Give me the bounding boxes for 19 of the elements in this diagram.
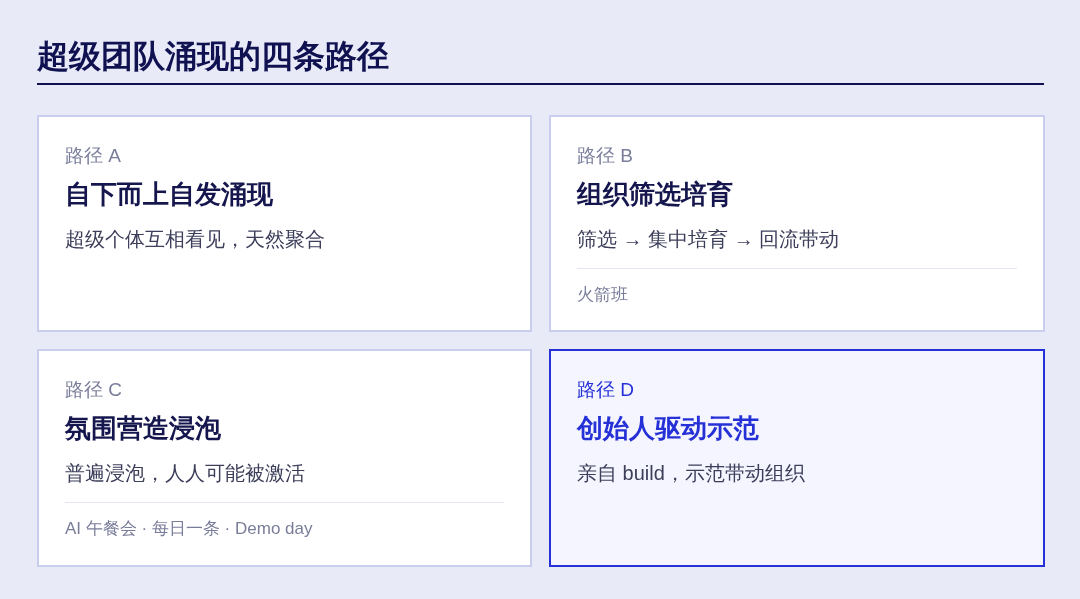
path-examples: AI 午餐会 · 每日一条 · Demo day: [65, 518, 313, 540]
path-summary: 超级个体互相看见，天然聚合: [65, 227, 325, 252]
path-summary: 普遍浸泡，人人可能被激活: [65, 461, 305, 486]
path-heading: 自下而上自发涌现: [65, 178, 273, 211]
path-label: 路径 D: [577, 378, 634, 402]
diagram-title: 超级团队涌现的四条路径: [37, 37, 389, 76]
path-summary: 亲自 build，示范带动组织: [577, 461, 805, 486]
path-label: 路径 B: [577, 144, 633, 168]
path-heading: 组织筛选培育: [577, 178, 733, 211]
path-examples: 火箭班: [577, 284, 628, 306]
highlighted-path-card: [549, 349, 1045, 567]
path-label: 路径 C: [65, 378, 122, 402]
path-heading: 氛围营造浸泡: [65, 412, 221, 445]
path-card: [549, 115, 1045, 332]
path-card: [37, 349, 532, 567]
path-label: 路径 A: [65, 144, 121, 168]
path-heading: 创始人驱动示范: [577, 412, 759, 445]
path-card: [37, 115, 532, 332]
path-summary: 筛选 → 集中培育 → 回流带动: [577, 227, 840, 252]
